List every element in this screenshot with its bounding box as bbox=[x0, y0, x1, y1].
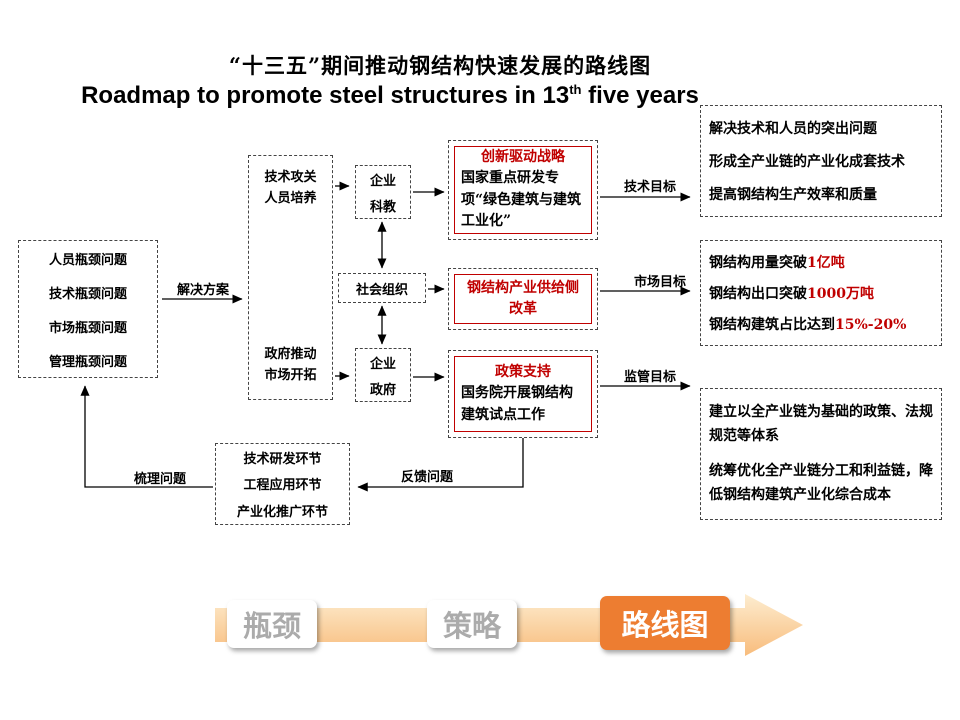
tech-goal-line: 提高钢结构生产效率和质量 bbox=[709, 186, 877, 203]
measures-top-text: 技术攻关 人员培养 bbox=[249, 168, 332, 210]
market-goal-text: 钢结构建筑占比达到 bbox=[709, 316, 835, 333]
market-goal-highlight: 15%-20% bbox=[835, 316, 907, 333]
strategy-title: 政策支持 bbox=[495, 363, 551, 380]
strategy-innovation-box: 创新驱动战略 国家重点研发专项“绿色建筑与建筑工业化” bbox=[448, 140, 598, 240]
bottleneck-line: 管理瓶颈问题 bbox=[48, 354, 127, 370]
tech-goal-box: 解决技术和人员的突出问题 形成全产业链的产业化成套技术 提高钢结构生产效率和质量 bbox=[700, 105, 942, 217]
page-title-chinese: “十三五”期间推动钢结构快速发展的路线图 bbox=[228, 53, 652, 78]
feedback-stages-box: 技术研发环节 工程应用环节 产业化推广环节 bbox=[215, 443, 350, 525]
measures-line: 技术攻关 bbox=[264, 170, 317, 185]
regulation-goal-box: 建立以全产业链为基础的政策、法规规范等体系 统筹优化全产业链分工和利益链，降低钢… bbox=[700, 388, 942, 520]
strategy-body: 国务院开展钢结构建筑试点工作 bbox=[461, 384, 573, 423]
strategy-supply-side-box: 钢结构产业供给侧改革 bbox=[448, 268, 598, 330]
feedback-stage-line: 产业化推广环节 bbox=[236, 505, 328, 521]
strategy-inner-frame: 创新驱动战略 国家重点研发专项“绿色建筑与建筑工业化” bbox=[454, 146, 592, 234]
label-solution: 解决方案 bbox=[176, 283, 229, 298]
market-goal-line: 钢结构用量突破1亿吨 bbox=[709, 252, 933, 272]
tech-goal-line: 解决技术和人员的突出问题 bbox=[709, 121, 877, 138]
actor-line: 科教 bbox=[369, 199, 396, 215]
tech-goal-line: 形成全产业链的产业化成套技术 bbox=[709, 153, 905, 170]
actor-line: 社会组织 bbox=[355, 282, 408, 298]
strategy-title: 钢结构产业供给侧改革 bbox=[467, 280, 579, 317]
actor-enterprise-education-box: 企业 科教 bbox=[355, 165, 411, 219]
title-english-superscript: th bbox=[569, 82, 582, 97]
banner-step-strategy: 策略 bbox=[427, 600, 517, 648]
actor-line: 企业 bbox=[369, 356, 396, 372]
label-regulation-goal: 监管目标 bbox=[623, 370, 676, 385]
page-title-english: Roadmap to promote steel structures in 1… bbox=[40, 82, 740, 110]
label-tech-goal: 技术目标 bbox=[623, 180, 676, 195]
market-goal-box: 钢结构用量突破1亿吨 钢结构出口突破1000万吨 钢结构建筑占比达到15%-20… bbox=[700, 240, 942, 346]
label-feedback: 反馈问题 bbox=[400, 470, 453, 485]
banner-step-bottleneck: 瓶颈 bbox=[227, 600, 317, 648]
market-goal-highlight: 1亿吨 bbox=[807, 255, 845, 272]
actor-line: 企业 bbox=[369, 173, 396, 189]
title-english-post: five years bbox=[581, 82, 699, 109]
banner-step-roadmap-active: 路线图 bbox=[600, 596, 730, 650]
market-goal-highlight: 1000万吨 bbox=[807, 285, 874, 302]
label-market-goal: 市场目标 bbox=[633, 275, 686, 290]
bottleneck-problems-box: 人员瓶颈问题 技术瓶颈问题 市场瓶颈问题 管理瓶颈问题 bbox=[18, 240, 158, 378]
strategy-title: 创新驱动战略 bbox=[481, 148, 565, 165]
strategy-inner-frame: 钢结构产业供给侧改革 bbox=[454, 274, 592, 324]
bottleneck-line: 人员瓶颈问题 bbox=[48, 252, 127, 268]
actor-social-org-box: 社会组织 bbox=[338, 273, 426, 303]
actor-enterprise-government-box: 企业 政府 bbox=[355, 348, 411, 402]
measures-box: 技术攻关 人员培养 政府推动 市场开拓 bbox=[248, 155, 333, 400]
market-goal-line: 钢结构建筑占比达到15%-20% bbox=[709, 314, 933, 334]
actor-line: 政府 bbox=[369, 382, 396, 398]
feedback-stage-line: 技术研发环节 bbox=[243, 451, 322, 467]
market-goal-text: 钢结构用量突破 bbox=[709, 255, 807, 272]
strategy-body: 国家重点研发专项“绿色建筑与建筑工业化” bbox=[461, 169, 582, 230]
title-english-pre: Roadmap to promote steel structures in 1… bbox=[81, 82, 570, 109]
measures-bottom-text: 政府推动 市场开拓 bbox=[249, 345, 332, 387]
strategy-policy-box: 政策支持 国务院开展钢结构建筑试点工作 bbox=[448, 350, 598, 438]
market-goal-line: 钢结构出口突破1000万吨 bbox=[709, 283, 933, 303]
regulation-goal-line: 建立以全产业链为基础的政策、法规规范等体系 bbox=[709, 404, 933, 444]
feedback-stage-line: 工程应用环节 bbox=[243, 478, 322, 494]
measures-line: 政府推动 bbox=[264, 347, 317, 363]
bottleneck-line: 市场瓶颈问题 bbox=[48, 320, 127, 336]
measures-line: 市场开拓 bbox=[264, 368, 317, 384]
strategy-inner-frame: 政策支持 国务院开展钢结构建筑试点工作 bbox=[454, 356, 592, 432]
regulation-goal-line: 统筹优化全产业链分工和利益链，降低钢结构建筑产业化综合成本 bbox=[709, 463, 933, 503]
bottleneck-line: 技术瓶颈问题 bbox=[48, 286, 127, 302]
label-sort-out: 梳理问题 bbox=[133, 472, 186, 487]
market-goal-text: 钢结构出口突破 bbox=[709, 285, 807, 302]
measures-line: 人员培养 bbox=[264, 190, 317, 206]
